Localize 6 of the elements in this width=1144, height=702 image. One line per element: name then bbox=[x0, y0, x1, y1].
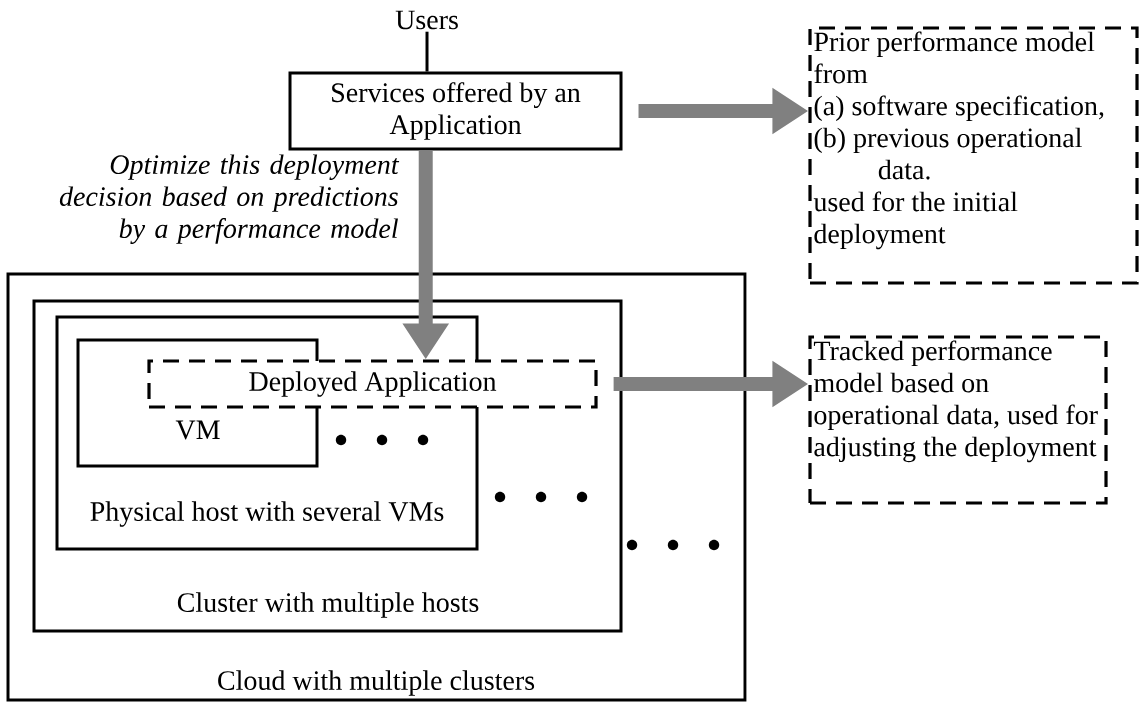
prior-model-box: Prior performance model from (a) software specification, (b) previous operational data. used for the initial deployment bbox=[808, 26, 1139, 285]
service-box: Services offered by an Application bbox=[288, 71, 623, 151]
tracked-model-box: Tracked performance model based on operational data, used for adjusting the deployment bbox=[808, 335, 1108, 505]
edge-label: Optimize this deployment decision based on predictions by a performance model bbox=[59, 154, 400, 244]
users-label: Users bbox=[395, 10, 458, 30]
deployed-app-box: Deployed Application bbox=[147, 359, 598, 409]
